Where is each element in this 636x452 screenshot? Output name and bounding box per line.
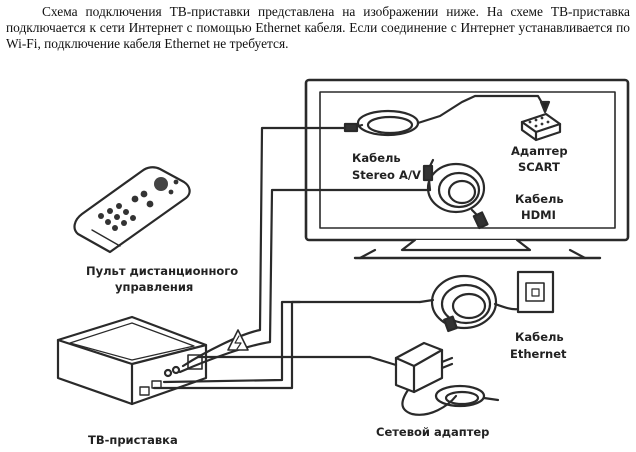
hdmi-cable-icon	[422, 158, 489, 230]
remote-control-icon	[73, 166, 191, 254]
ethernet-label-line1: Кабель	[515, 330, 564, 344]
scart-label-line2: SCART	[518, 160, 560, 174]
ethernet-label-line2: Ethernet	[510, 347, 567, 361]
intro-text: Схема подключения ТВ-приставки представл…	[6, 4, 630, 51]
power-adapter-label: Сетевой адаптер	[376, 425, 489, 439]
hdmi-label-line1: Кабель	[515, 192, 564, 206]
ethernet-cable-icon	[418, 274, 542, 333]
stereo-av-cable-icon	[343, 94, 551, 137]
stereo-label-line1: Кабель	[352, 151, 401, 165]
power-adapter-icon	[368, 341, 500, 416]
hdmi-label-line2: HDMI	[521, 208, 556, 222]
remote-label-line2: управления	[115, 280, 193, 294]
set-top-box-icon	[56, 315, 208, 406]
ethernet-socket-icon	[516, 270, 555, 314]
scart-adapter-icon	[520, 112, 562, 142]
warning-icon	[227, 329, 249, 351]
intro-paragraph: Схема подключения ТВ-приставки представл…	[6, 4, 630, 52]
stb-label: ТВ-приставка	[88, 433, 178, 447]
scart-label-line1: Адаптер	[511, 144, 568, 158]
stereo-label-line2: Stereo A/V	[352, 168, 421, 182]
remote-label-line1: Пульт дистанционного	[86, 264, 238, 278]
